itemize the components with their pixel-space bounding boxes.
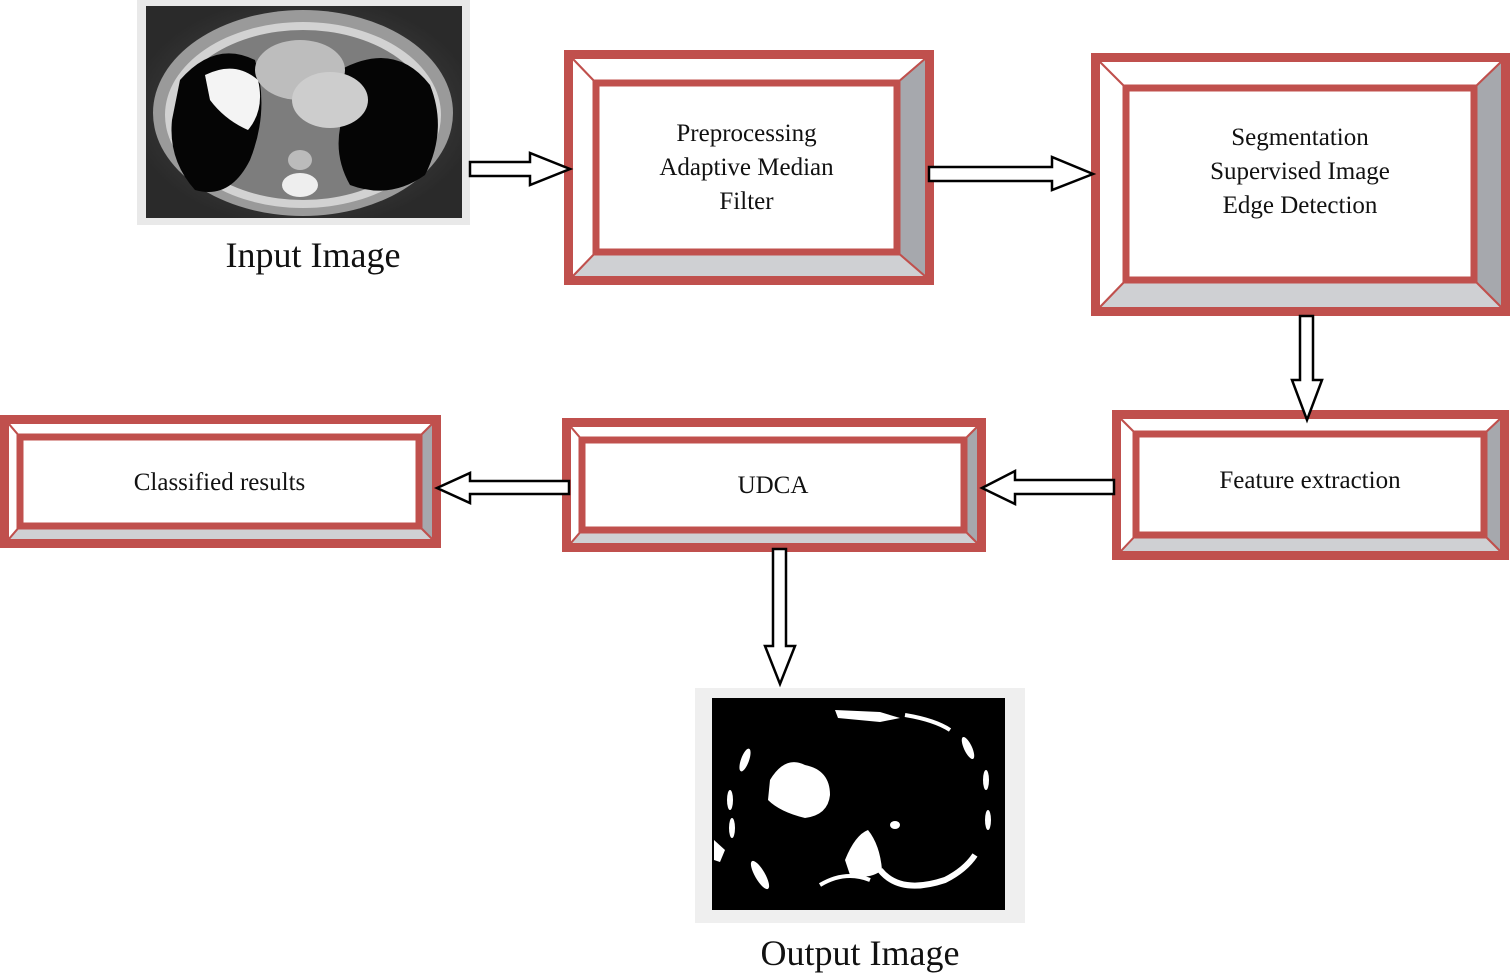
box-feature-frame	[1112, 410, 1509, 560]
output-image-caption: Output Image	[760, 933, 960, 973]
segmentation-line-1: Segmentation	[1231, 124, 1369, 151]
segmentation-line-2: Supervised Image	[1210, 158, 1390, 185]
preprocessing-label: Preprocessing Adaptive Median Filter	[600, 87, 893, 248]
arrow-preprocessing-to-segmentation	[927, 155, 1097, 192]
feature-extraction-label: Feature extraction	[1219, 467, 1401, 494]
input-image-caption: Input Image	[225, 235, 401, 275]
arrow-segmentation-to-feature	[1290, 314, 1324, 424]
segmentation-label: Segmentation Supervised Image Edge Detec…	[1130, 86, 1470, 258]
box-preprocessing-frame	[564, 50, 934, 285]
arrow-input-to-preprocessing	[468, 151, 574, 187]
input-ct-image	[137, 0, 470, 225]
box-udca-frame	[562, 418, 986, 552]
preprocessing-line-1: Preprocessing	[676, 119, 817, 147]
arrow-feature-to-udca	[979, 468, 1116, 506]
classified-results-label: Classified results	[133, 469, 306, 496]
output-segmented-image	[695, 688, 1025, 923]
arrow-udca-to-output	[763, 547, 797, 688]
arrow-udca-to-classified	[433, 471, 571, 505]
segmentation-line-3: Edge Detection	[1222, 192, 1378, 219]
preprocessing-line-2: Adaptive Median	[659, 153, 834, 181]
box-classified-frame	[0, 415, 441, 548]
box-segmentation-frame	[1091, 53, 1510, 316]
udca-label: UDCA	[737, 472, 809, 499]
preprocessing-line-3: Filter	[719, 187, 774, 215]
